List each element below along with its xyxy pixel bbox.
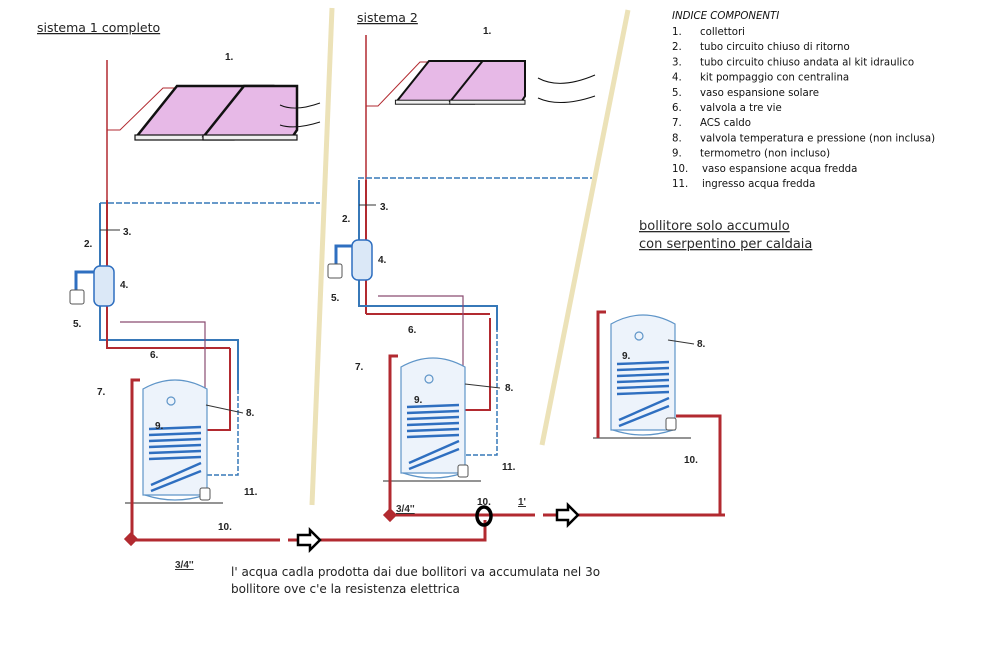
- callout-9: 9.: [414, 395, 423, 406]
- component-index: INDICE COMPONENTI 1. collettori 2. tubo cir…: [672, 11, 935, 190]
- index-heading: INDICE COMPONENTI: [672, 11, 779, 22]
- callout-5: 5.: [331, 293, 340, 304]
- callout-7: 7.: [355, 362, 364, 373]
- note-line-2: bollitore ove c'e la resistenza elettric…: [231, 582, 460, 596]
- index-item-label: valvola temperatura e pressione (non inc…: [700, 133, 935, 144]
- index-item-label: ingresso acqua fredda: [702, 179, 815, 190]
- index-item-number: 7.: [672, 118, 682, 129]
- index-item-number: 8.: [672, 133, 682, 144]
- callout-2: 2.: [84, 239, 93, 250]
- index-item-label: ACS caldo: [700, 118, 751, 129]
- pump-kit: [69, 265, 115, 307]
- pipe-size-storage: 1': [518, 497, 526, 508]
- index-item-label: vaso espansione solare: [700, 88, 819, 99]
- index-item-number: 11.: [672, 179, 688, 190]
- index-item-label: tubo circuito chiuso di ritorno: [700, 42, 850, 53]
- index-item-label: kit pompaggio con centralina: [700, 73, 849, 84]
- system-1: sistema 1 completo 1. 3. 2. 4. 5. 6. 7. …: [37, 20, 321, 540]
- index-item-label: valvola a tre vie: [700, 103, 782, 114]
- callout-5: 5.: [73, 319, 82, 330]
- callout-8: 8.: [505, 383, 514, 394]
- callout-6: 6.: [150, 350, 159, 361]
- note-line-1: l' acqua cadla prodotta dai due bollitor…: [231, 565, 600, 579]
- callout-3: 3.: [123, 227, 132, 238]
- callout-4: 4.: [120, 280, 129, 291]
- junction-system2: [382, 507, 398, 523]
- callout-9: 9.: [155, 421, 164, 432]
- index-item-number: 4.: [672, 73, 682, 84]
- storage-boiler: bollitore solo accumulo con serpentino p…: [591, 219, 812, 515]
- callout-7: 7.: [97, 387, 106, 398]
- system-2-title: sistema 2: [357, 10, 418, 25]
- separator-left: [309, 7, 335, 506]
- index-item-number: 5.: [672, 88, 682, 99]
- boiler-1: [123, 378, 225, 505]
- callout-11: 11.: [244, 487, 258, 498]
- pump-kit: [327, 239, 373, 281]
- index-item-number: 1.: [672, 27, 682, 38]
- flow-arrow-icon: [555, 501, 580, 529]
- index-item-label: collettori: [700, 27, 745, 38]
- junction-left: [123, 531, 139, 547]
- callout-2: 2.: [342, 214, 351, 225]
- junction-ring: [475, 505, 493, 527]
- flow-arrow-icon: [296, 526, 322, 554]
- system-2: sistema 2 1. 3. 2. 4. 5. 6. 7. 8. 9. 11.: [327, 10, 596, 515]
- index-item-label: tubo circuito chiuso andata al kit idrau…: [700, 57, 914, 68]
- callout-10: 10.: [684, 455, 698, 466]
- callout-8: 8.: [697, 339, 706, 350]
- index-item-label: termometro (non incluso): [700, 149, 830, 160]
- pipe-size-bottom: 3/4'': [175, 560, 194, 571]
- storage-title-line2: con serpentino per caldaia: [639, 237, 812, 252]
- callout-6: 6.: [408, 325, 417, 336]
- pipe-size-system2: 3/4'': [396, 504, 415, 515]
- index-item-number: 3.: [672, 57, 682, 68]
- callout-1: 1.: [483, 26, 492, 37]
- callout-8: 8.: [246, 408, 255, 419]
- connection-pipes: 3/4'' 1' 3/4'': [123, 497, 725, 571]
- separator-right: [539, 9, 631, 446]
- index-item-number: 2.: [672, 42, 682, 53]
- boiler-2: [381, 356, 483, 483]
- index-item-number: 6.: [672, 103, 682, 114]
- callout-10: 10.: [477, 497, 491, 508]
- storage-title-line1: bollitore solo accumulo: [639, 219, 790, 234]
- callout-10: 10.: [218, 522, 232, 533]
- callout-9: 9.: [622, 351, 631, 362]
- index-item-number: 9.: [672, 149, 682, 160]
- callout-3: 3.: [380, 202, 389, 213]
- callout-1: 1.: [225, 52, 234, 63]
- index-item-label: vaso espansione acqua fredda: [702, 164, 857, 175]
- index-item-number: 10.: [672, 164, 688, 175]
- callout-11: 11.: [502, 462, 516, 473]
- callout-4: 4.: [378, 255, 387, 266]
- solar-collectors: [133, 84, 299, 142]
- system-1-title: sistema 1 completo: [37, 20, 160, 35]
